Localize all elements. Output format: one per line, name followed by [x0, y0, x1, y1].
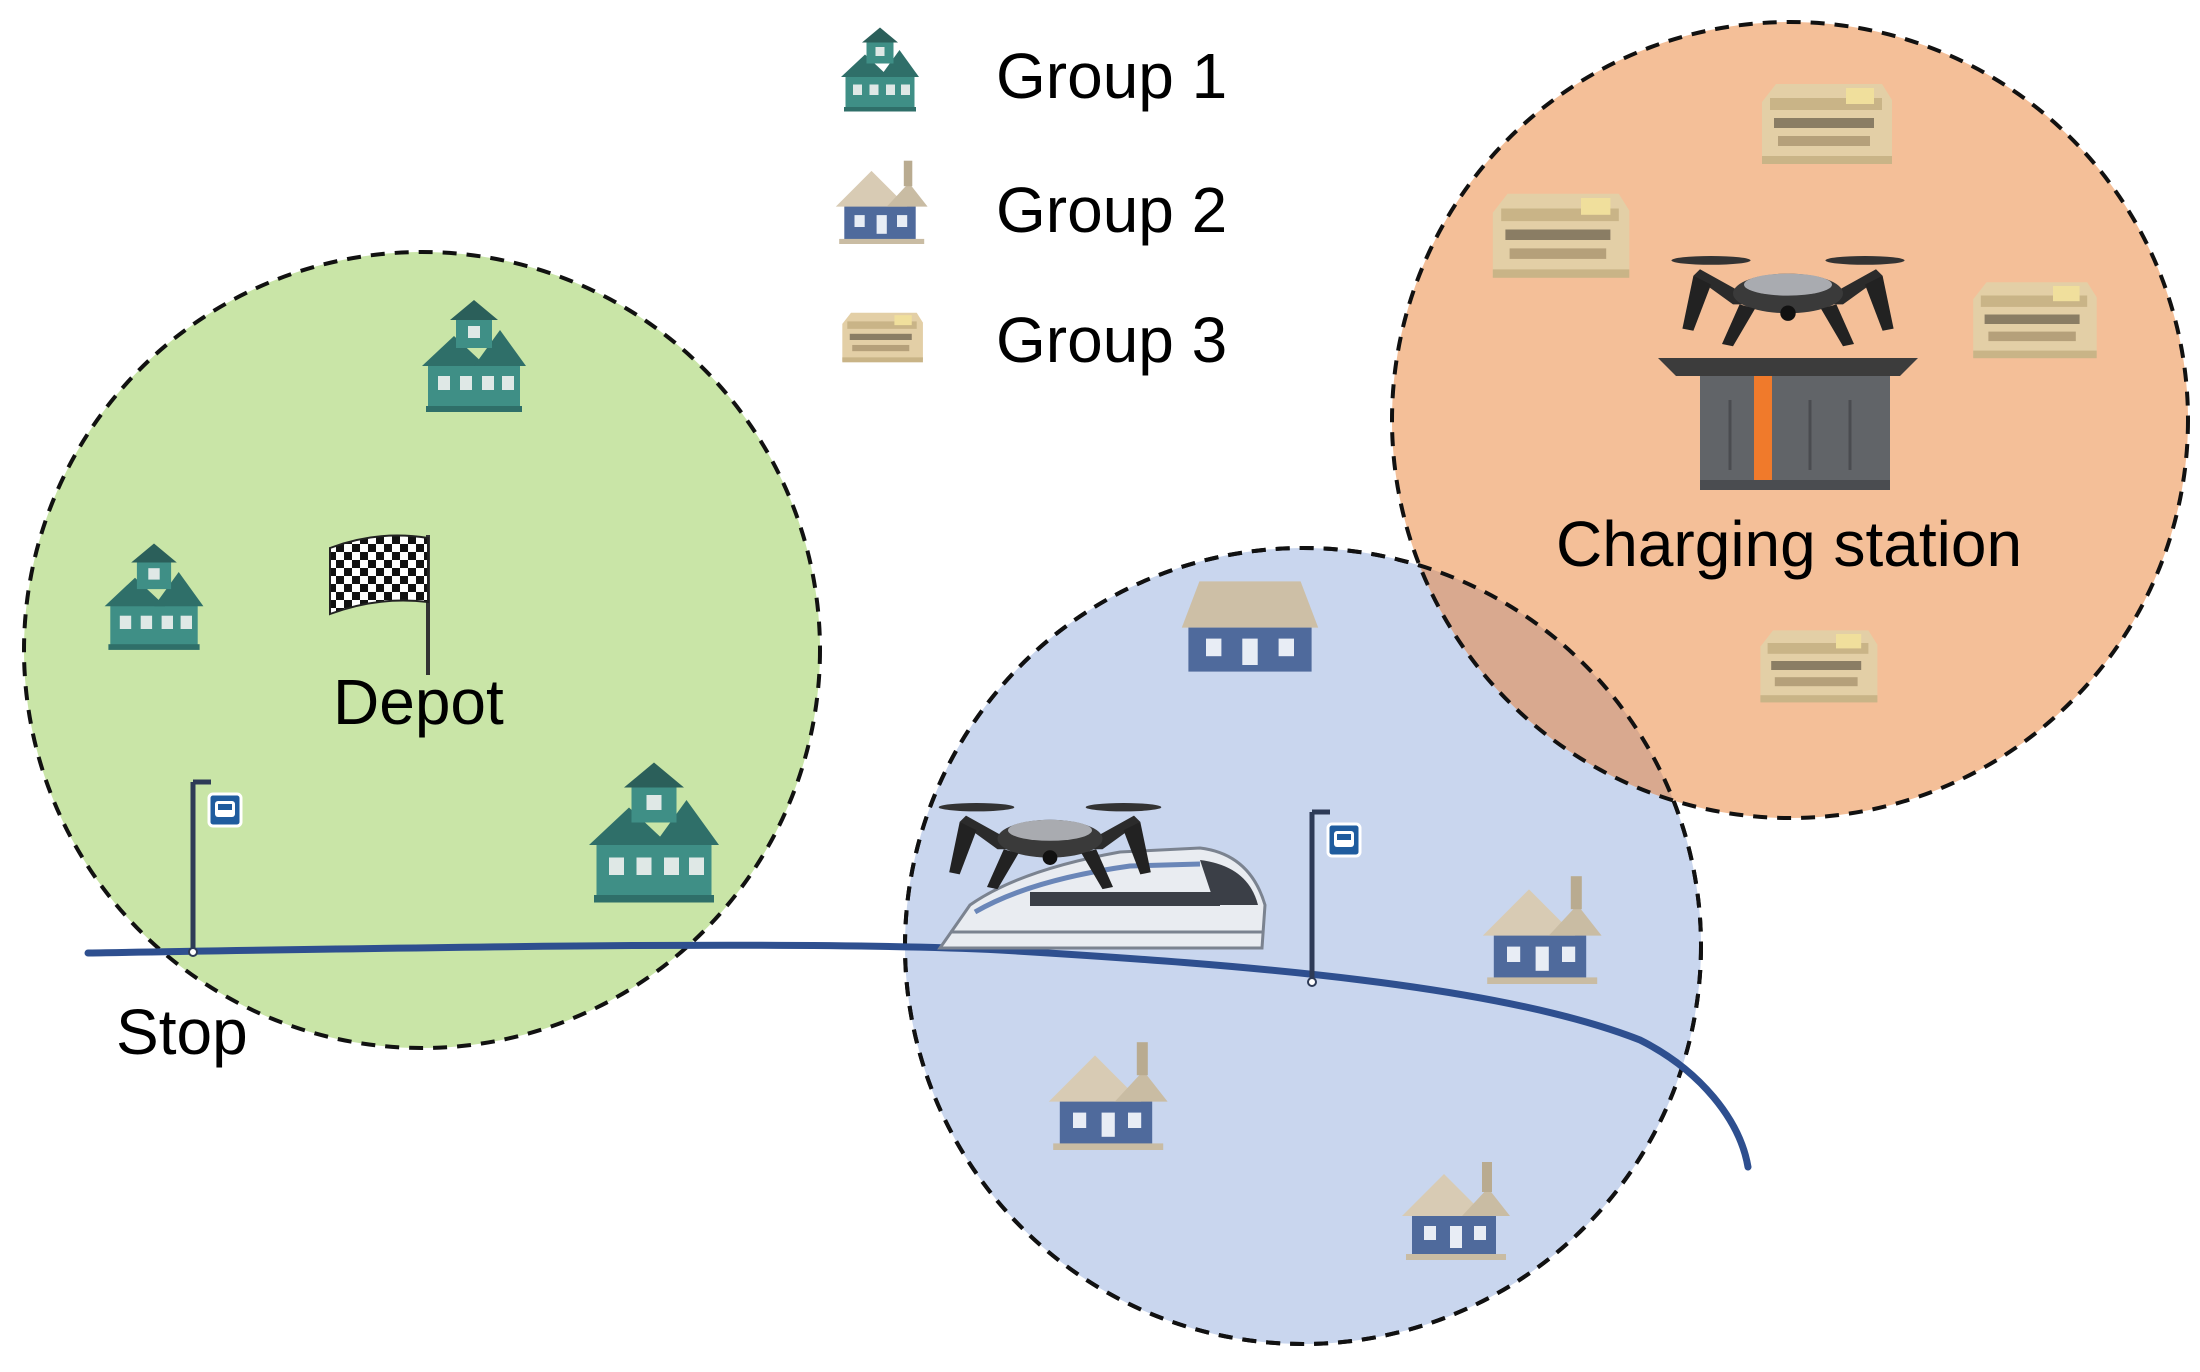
group3-building-icon	[1492, 193, 1630, 278]
legend-blue-cottage-icon	[835, 160, 928, 244]
group1-zone	[22, 250, 822, 1050]
train-route-line	[84, 941, 1752, 1171]
group2-house-icon	[1181, 581, 1319, 672]
legend-label-group-2: Group 2	[996, 174, 1227, 246]
charging-station-label: Charging station	[1556, 508, 2022, 580]
legend-teal-house-icon	[841, 27, 919, 112]
legend-label-group-1: Group 1	[996, 40, 1227, 112]
legend-tan-building-icon	[842, 312, 923, 363]
checkered-flag-icon	[329, 534, 430, 675]
depot-label: Depot	[333, 666, 504, 738]
stop-label: Stop	[116, 996, 248, 1068]
charging-station-icon	[1658, 358, 1918, 490]
group3-building-icon	[1760, 630, 1878, 703]
group3-zone-border	[1390, 20, 2190, 820]
group3-building-icon	[1973, 282, 2097, 359]
group3-building-icon	[1762, 84, 1892, 164]
legend: Group 1 Group 2 Group 3	[835, 27, 1227, 376]
legend-label-group-3: Group 3	[996, 304, 1227, 376]
